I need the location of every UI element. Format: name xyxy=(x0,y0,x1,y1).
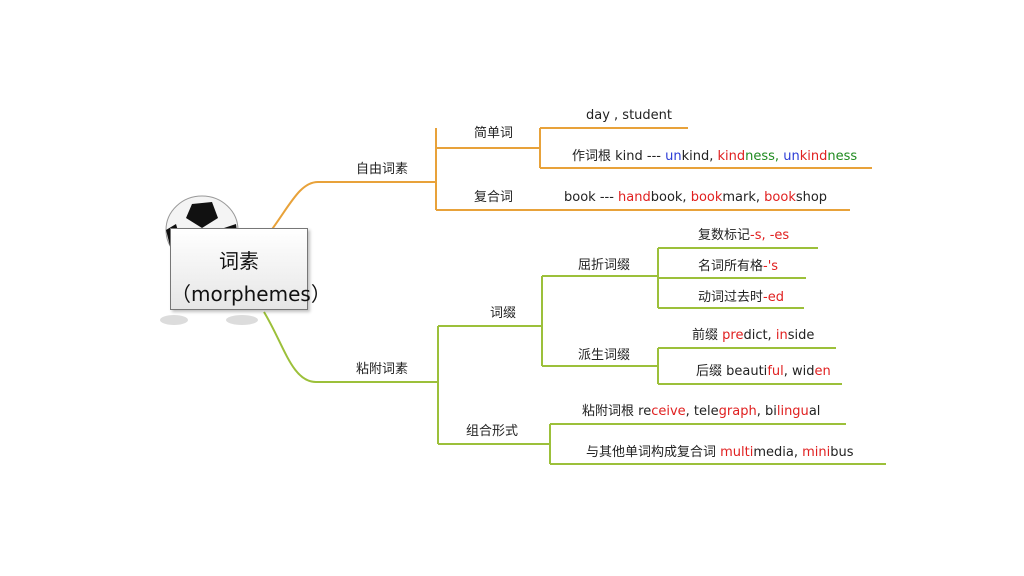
leaf-combining-1: 粘附词根 receive, telegraph, bilingual xyxy=(582,404,820,420)
text-segment: , tele xyxy=(685,404,719,419)
derivational-affix-label: 派生词缀 xyxy=(578,348,631,363)
text-segment: media, xyxy=(753,445,803,460)
text-segment: al xyxy=(808,404,821,419)
text-segment: kind xyxy=(799,149,828,164)
leaf-simple-2: 作词根 kind --- unkind, kindness, unkindnes… xyxy=(572,149,857,165)
text-segment: 作词根 kind --- xyxy=(572,149,666,164)
text-segment: 复数标记 xyxy=(698,228,751,243)
text-segment: book xyxy=(690,190,723,205)
leaf-inflectional-2: 名词所有格-'s xyxy=(698,259,778,275)
text-segment: -'s xyxy=(763,259,779,274)
text-segment: 与其他单词构成复合词 xyxy=(586,445,721,460)
leaf-inflectional-1: 复数标记-s, -es xyxy=(698,228,789,244)
text-segment: book xyxy=(764,190,796,205)
text-segment: re xyxy=(638,404,652,419)
simple-word-label: 简单词 xyxy=(474,126,514,141)
text-segment: mini xyxy=(802,445,831,460)
bound-morpheme-label: 粘附词素 xyxy=(356,362,409,377)
text-segment: multi xyxy=(720,445,754,460)
text-segment: , bi xyxy=(756,404,777,419)
root-subtitle: （morphemes） xyxy=(171,282,331,306)
text-segment: graph xyxy=(718,404,757,419)
text-segment: kind xyxy=(717,149,746,164)
text-segment: , wid xyxy=(783,364,815,379)
text-segment: -s, -es xyxy=(750,228,790,243)
text-segment: 前缀 xyxy=(692,328,723,343)
leaf-derivational-2: 后缀 beautiful, widen xyxy=(696,364,831,380)
leaf-inflectional-3: 动词过去时-ed xyxy=(698,290,784,306)
connector-root-free xyxy=(269,181,436,233)
text-segment: side xyxy=(787,328,815,343)
connector-root-bound xyxy=(263,311,438,383)
text-segment: lingu xyxy=(776,404,809,419)
text-segment: mark, xyxy=(722,190,765,205)
text-segment: 动词过去时 xyxy=(698,290,764,305)
leaf-simple-1: day , student xyxy=(586,108,672,124)
affix-label: 词缀 xyxy=(490,306,517,321)
leaf-combining-2: 与其他单词构成复合词 multimedia, minibus xyxy=(586,445,854,461)
leaf-compound-1: book --- handbook, bookmark, bookshop xyxy=(564,190,827,206)
text-segment: -ed xyxy=(763,290,784,305)
text-segment: book --- xyxy=(564,190,619,205)
text-segment: shop xyxy=(795,190,828,205)
text-segment: kind, xyxy=(681,149,718,164)
text-segment: ness, xyxy=(745,149,784,164)
compound-word-label: 复合词 xyxy=(474,190,514,205)
free-branch-lines xyxy=(269,127,872,233)
text-segment: en xyxy=(814,364,831,379)
text-segment: ful xyxy=(767,364,784,379)
combining-form-label: 组合形式 xyxy=(466,424,519,439)
text-segment: 粘附词根 xyxy=(582,404,639,419)
root-title: 词素 xyxy=(219,249,259,273)
text-segment: in xyxy=(775,328,788,343)
free-morpheme-label: 自由词素 xyxy=(356,162,409,177)
text-segment: ness xyxy=(827,149,858,164)
text-segment: book, xyxy=(650,190,691,205)
text-segment: hand xyxy=(618,190,651,205)
text-segment: pre xyxy=(722,328,744,343)
text-segment: un xyxy=(665,149,682,164)
text-segment: 后缀 beauti xyxy=(696,364,768,379)
inflectional-affix-label: 屈折词缀 xyxy=(578,258,631,273)
text-segment: dict, xyxy=(743,328,776,343)
text-segment: bus xyxy=(830,445,854,460)
text-segment: 名词所有格 xyxy=(698,259,764,274)
root-node: 词素 （morphemes） xyxy=(170,228,331,310)
text-segment: day , student xyxy=(586,108,673,123)
bound-branch-lines xyxy=(263,247,886,465)
text-segment: un xyxy=(783,149,800,164)
text-segment: ceive xyxy=(651,404,686,419)
leaf-derivational-1: 前缀 predict, inside xyxy=(692,328,814,344)
